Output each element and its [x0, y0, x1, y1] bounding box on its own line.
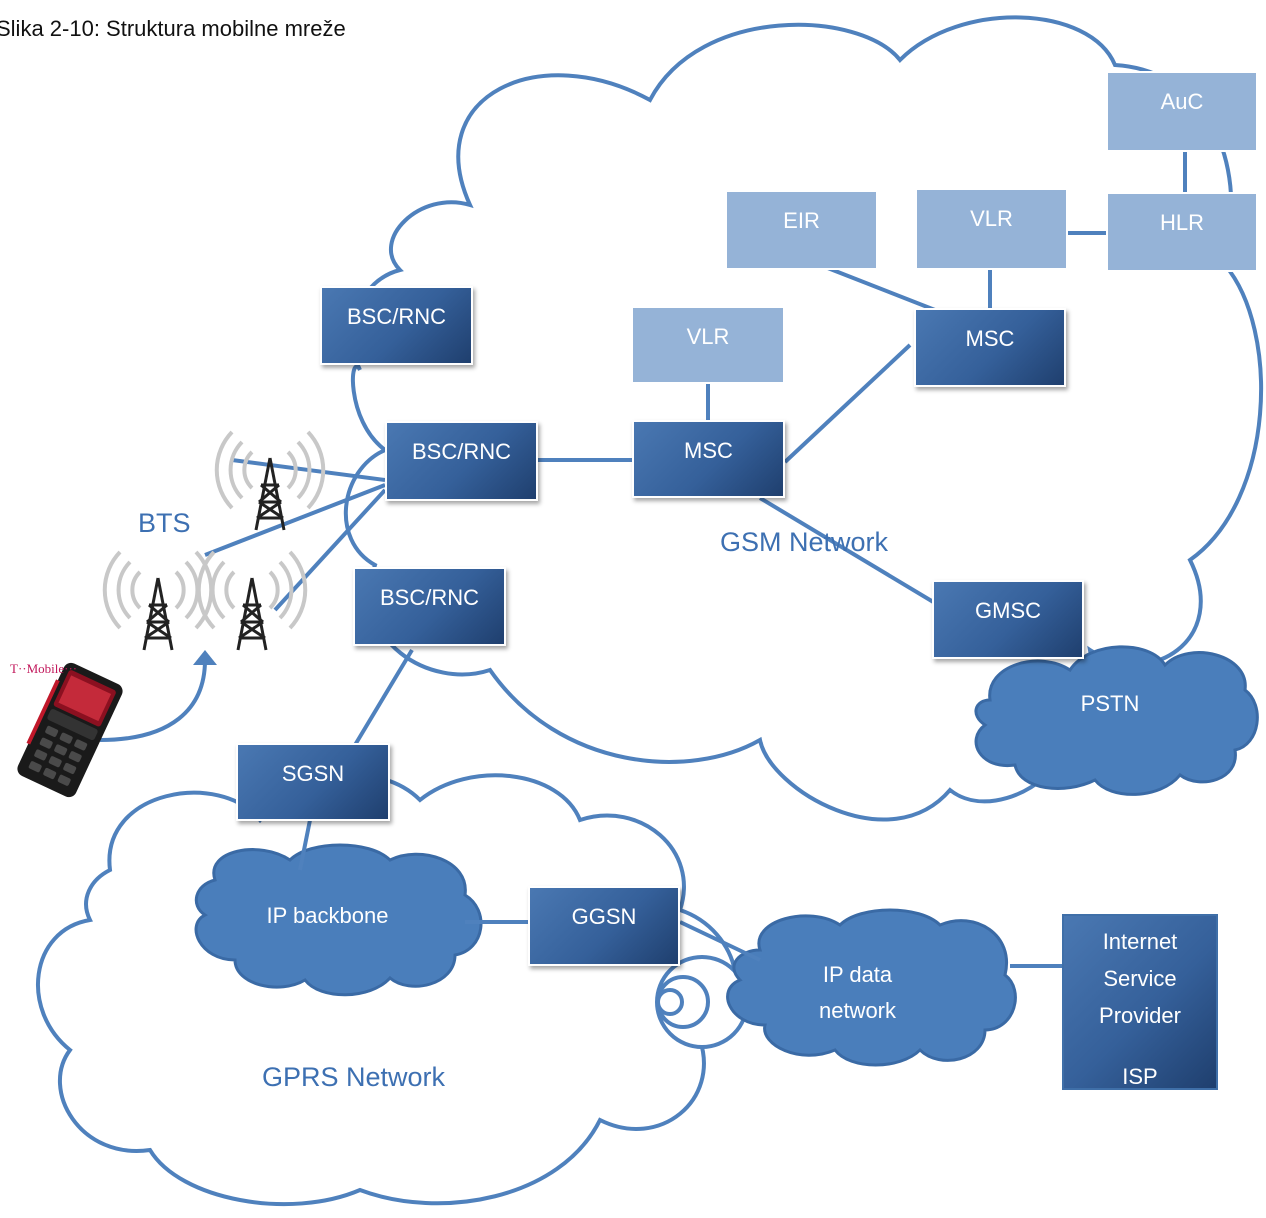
node-vlr-top: VLR: [915, 188, 1068, 270]
node-hlr: HLR: [1106, 192, 1258, 272]
node-vlr-top-label: VLR: [970, 206, 1013, 231]
ip-data-network-blob: [726, 908, 1017, 1067]
bts-label: BTS: [138, 508, 191, 538]
node-msc-center: MSC: [632, 420, 785, 498]
pstn-label: PSTN: [1080, 691, 1140, 716]
arrow-head: [193, 650, 217, 665]
node-ggsn: GGSN: [528, 886, 680, 966]
ip-data-label-line1: IP data: [822, 962, 893, 987]
phone-to-bts-arrow: [99, 659, 207, 742]
isp-line-3: Provider: [1099, 1003, 1181, 1028]
link-ring-small: [656, 988, 684, 1016]
isp-line-1: Internet: [1102, 929, 1178, 954]
node-msc-center-label: MSC: [684, 438, 733, 463]
node-vlr-mid-label: VLR: [686, 324, 730, 349]
node-isp: Internet Service Provider ISP: [1062, 914, 1218, 1090]
gsm-network-label: GSM Network: [720, 527, 889, 557]
node-sgsn: SGSN: [236, 743, 390, 821]
pstn-blob: [974, 645, 1259, 796]
node-bsc-rnc-1-label: BSC/RNC: [346, 304, 446, 329]
phone-brand-label: T··Mobile···: [10, 661, 77, 676]
bts-tower-2: [102, 550, 214, 651]
node-msc-right-label: MSC: [965, 326, 1015, 351]
mobile-phone-icon: [17, 662, 123, 798]
line-eir-msc: [819, 263, 936, 312]
gprs-network-cloud: [36, 773, 739, 1207]
connections: [204, 152, 1187, 968]
line-sgsn-backbone: [298, 819, 312, 871]
isp-line-4: ISP: [1122, 1064, 1158, 1089]
node-vlr-mid: VLR: [631, 306, 785, 384]
ip-data-label-line2: network: [818, 998, 897, 1023]
line-msc-msc: [783, 343, 912, 464]
isp-line-2: Service: [1103, 966, 1177, 991]
ip-backbone-blob: [194, 843, 483, 997]
node-gmsc-label: GMSC: [975, 598, 1041, 623]
node-bsc-rnc-3-label: BSC/RNC: [379, 585, 479, 610]
line-msc-gmsc: [758, 496, 937, 605]
node-auc-label: AuC: [1160, 89, 1204, 114]
node-bsc-rnc-1: BSC/RNC: [320, 286, 473, 365]
node-eir-label: EIR: [783, 208, 820, 233]
node-hlr-label: HLR: [1159, 210, 1204, 235]
node-eir: EIR: [725, 190, 878, 270]
line-ggsn-ipdata: [679, 920, 761, 962]
bts-tower-1: [214, 430, 326, 531]
node-bsc-rnc-2-label: BSC/RNC: [411, 439, 511, 464]
line-bsc3-sgsn: [353, 648, 414, 747]
node-msc-right: MSC: [914, 308, 1066, 387]
node-bsc-rnc-2: BSC/RNC: [385, 421, 538, 501]
line-bts2-bsc: [204, 483, 386, 557]
node-sgsn-label: SGSN: [281, 761, 345, 786]
ip-backbone-label: IP backbone: [266, 903, 389, 928]
figure-caption: Slika 2-10: Struktura mobilne mreže: [0, 16, 346, 41]
bts-tower-3: [196, 550, 308, 651]
node-gmsc: GMSC: [932, 580, 1084, 659]
gprs-network-label: GPRS Network: [262, 1062, 446, 1092]
node-ggsn-label: GGSN: [571, 904, 637, 929]
node-auc: AuC: [1106, 71, 1258, 152]
node-bsc-rnc-3: BSC/RNC: [353, 567, 506, 646]
